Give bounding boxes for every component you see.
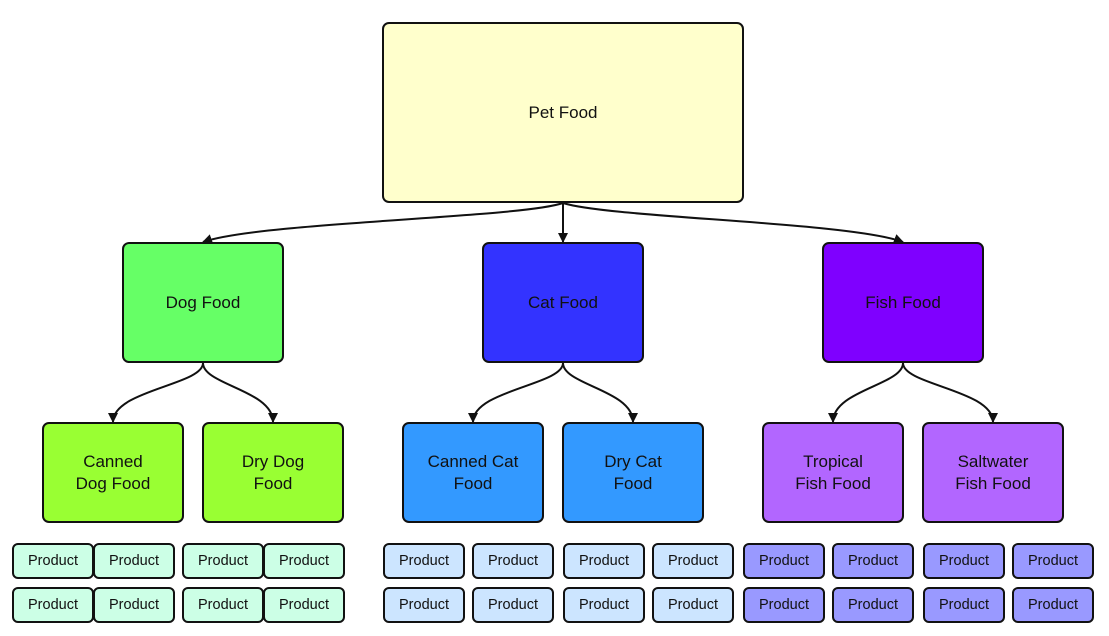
product-node-label: Product (1028, 553, 1078, 569)
product-node[interactable]: Product (182, 587, 264, 623)
category-node-fish-food-label: Fish Food (865, 292, 941, 312)
product-node-label: Product (279, 553, 329, 569)
product-node-label: Product (848, 597, 898, 613)
product-node-label: Product (198, 553, 248, 569)
subcategory-node-label: Tropical Fish Food (795, 451, 871, 493)
edge-category-to-subcategory (108, 362, 204, 423)
product-node-label: Product (668, 597, 718, 613)
product-node[interactable]: Product (563, 543, 645, 579)
product-node[interactable]: Product (472, 543, 554, 579)
subcategory-node-label: Dry Dog Food (241, 451, 305, 493)
product-node-label: Product (279, 597, 329, 613)
category-node-cat-food-label: Cat Food (528, 292, 598, 312)
product-node-label: Product (399, 597, 449, 613)
product-node[interactable]: Product (263, 587, 345, 623)
edge-category-to-subcategory (202, 362, 278, 423)
category-node-dog-food[interactable]: Dog Food (122, 242, 284, 363)
product-node-label: Product (579, 597, 629, 613)
product-node[interactable]: Product (563, 587, 645, 623)
product-node-label: Product (939, 597, 989, 613)
product-node[interactable]: Product (263, 543, 345, 579)
product-node[interactable]: Product (923, 587, 1005, 623)
root-node[interactable]: Pet Food (382, 22, 744, 203)
product-node-label: Product (488, 553, 538, 569)
product-node[interactable]: Product (383, 543, 465, 579)
category-node-dog-food-label: Dog Food (165, 292, 241, 312)
product-node[interactable]: Product (652, 587, 734, 623)
product-node-label: Product (579, 553, 629, 569)
subcategory-node[interactable]: Canned Cat Food (402, 422, 544, 523)
subcategory-node[interactable]: Dry Dog Food (202, 422, 344, 523)
subcategory-node-label: Canned Dog Food (75, 451, 151, 493)
product-node[interactable]: Product (182, 543, 264, 579)
edge-root-to-dog (202, 202, 564, 244)
product-node[interactable]: Product (832, 587, 914, 623)
product-node-label: Product (759, 553, 809, 569)
product-node[interactable]: Product (923, 543, 1005, 579)
product-node[interactable]: Product (1012, 543, 1094, 579)
edge-root-to-fish (562, 202, 904, 244)
product-node[interactable]: Product (1012, 587, 1094, 623)
subcategory-node[interactable]: Tropical Fish Food (762, 422, 904, 523)
edge-category-to-subcategory (562, 362, 638, 423)
product-node-label: Product (759, 597, 809, 613)
product-node[interactable]: Product (93, 543, 175, 579)
subcategory-node[interactable]: Dry Cat Food (562, 422, 704, 523)
product-node-label: Product (109, 553, 159, 569)
product-node-label: Product (939, 553, 989, 569)
product-node[interactable]: Product (93, 587, 175, 623)
product-node-label: Product (848, 553, 898, 569)
edge-category-to-subcategory (468, 362, 564, 423)
subcategory-node[interactable]: Canned Dog Food (42, 422, 184, 523)
product-node[interactable]: Product (12, 587, 94, 623)
category-node-fish-food[interactable]: Fish Food (822, 242, 984, 363)
product-node-label: Product (28, 553, 78, 569)
edge-category-to-subcategory (902, 362, 998, 423)
product-node[interactable]: Product (743, 543, 825, 579)
subcategory-node-label: Dry Cat Food (604, 451, 662, 493)
product-node-label: Product (109, 597, 159, 613)
product-node[interactable]: Product (832, 543, 914, 579)
subcategory-node[interactable]: Saltwater Fish Food (922, 422, 1064, 523)
root-node-label: Pet Food (528, 102, 598, 122)
subcategory-node-label: Canned Cat Food (427, 451, 519, 493)
category-node-cat-food[interactable]: Cat Food (482, 242, 644, 363)
product-node-label: Product (28, 597, 78, 613)
edge-category-to-subcategory (828, 362, 904, 423)
product-node-label: Product (399, 553, 449, 569)
product-node[interactable]: Product (472, 587, 554, 623)
product-node-label: Product (198, 597, 248, 613)
product-node[interactable]: Product (12, 543, 94, 579)
product-node[interactable]: Product (743, 587, 825, 623)
product-node-label: Product (488, 597, 538, 613)
product-node-label: Product (1028, 597, 1078, 613)
subcategory-node-label: Saltwater Fish Food (955, 451, 1031, 493)
product-node[interactable]: Product (383, 587, 465, 623)
product-node[interactable]: Product (652, 543, 734, 579)
product-node-label: Product (668, 553, 718, 569)
